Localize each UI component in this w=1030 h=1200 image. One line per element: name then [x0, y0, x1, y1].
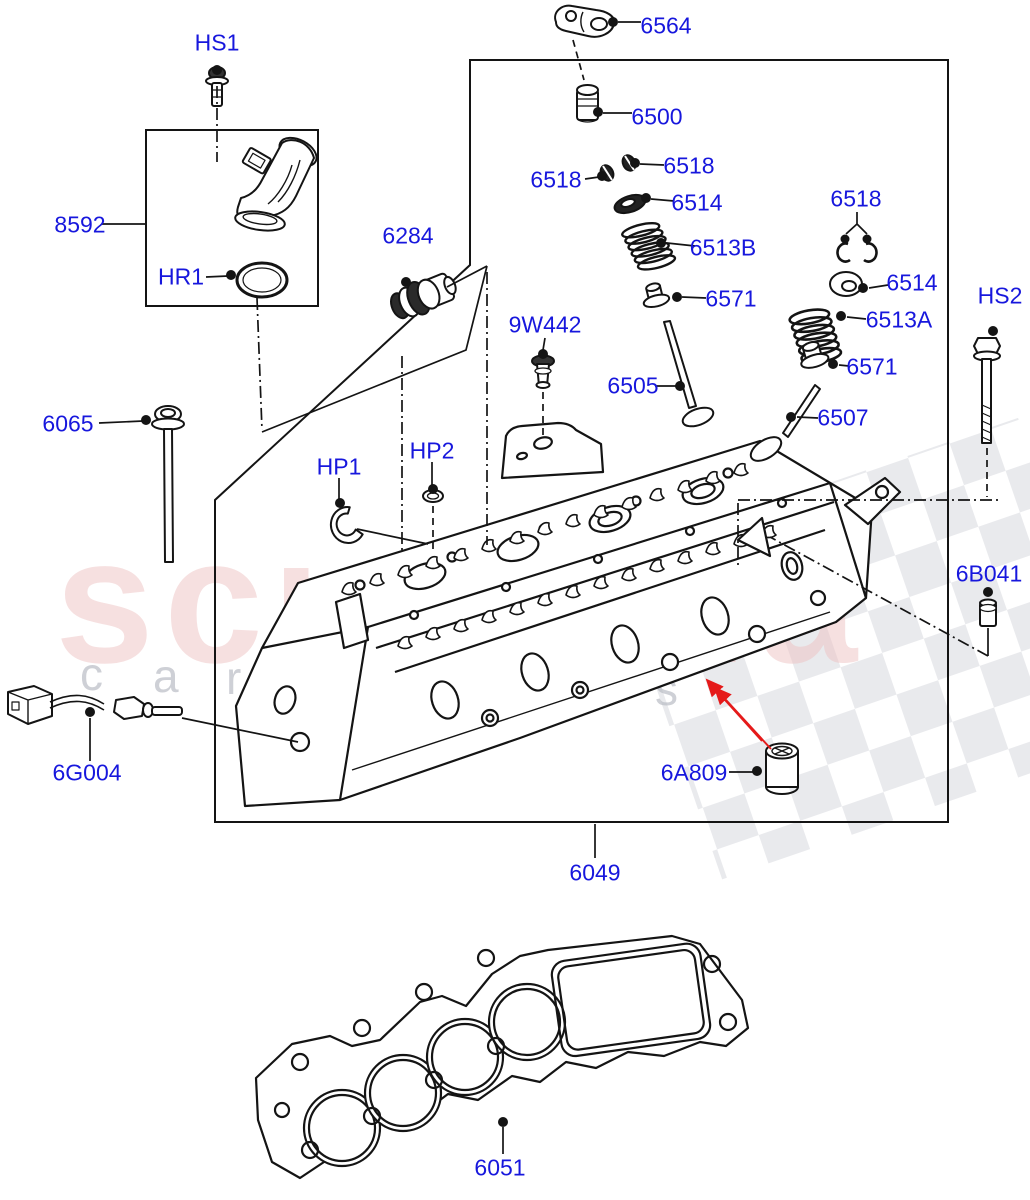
bolt-6065-drawing [151, 405, 185, 563]
part-label-6065[interactable]: 6065 [42, 410, 94, 437]
valve-seal-6571-right-drawing [800, 341, 830, 369]
box-8592 [145, 129, 319, 307]
grommet-9w442-drawing [531, 354, 555, 389]
cylinder-head-drawing [234, 421, 902, 808]
part-label-6500[interactable]: 6500 [631, 103, 683, 130]
dowel-6b041-drawing [979, 598, 997, 627]
part-label-6514-right[interactable]: 6514 [886, 269, 938, 296]
half-moon-seal-hp1-drawing [329, 506, 364, 544]
part-label-HP2[interactable]: HP2 [409, 437, 455, 464]
svg-text:r: r [226, 652, 241, 704]
part-label-6049[interactable]: 6049 [569, 859, 621, 886]
tappet-6500-drawing [576, 84, 599, 123]
part-label-6518-right[interactable]: 6518 [830, 185, 882, 212]
part-label-6571-right[interactable]: 6571 [846, 353, 898, 380]
valve-spring-6513B-drawing [621, 222, 677, 271]
part-label-HR1[interactable]: HR1 [157, 263, 205, 290]
part-label-6507[interactable]: 6507 [817, 404, 869, 431]
part-label-6505[interactable]: 6505 [607, 372, 659, 399]
callout-boxes [145, 59, 949, 823]
part-label-6514-left[interactable]: 6514 [671, 189, 723, 216]
o-ring-hr1-drawing [235, 261, 289, 299]
red-pointer-arrows [705, 678, 772, 750]
intake-valve-6505-drawing [663, 320, 715, 428]
part-label-6571-left[interactable]: 6571 [705, 285, 757, 312]
valve-seal-6571-left-drawing [642, 282, 671, 309]
part-label-HS1[interactable]: HS1 [194, 29, 240, 56]
oil-separator-8592-drawing [234, 136, 318, 232]
plug-6a809-drawing [765, 742, 799, 795]
head-bolt-hs2-drawing [973, 337, 1001, 444]
part-label-8592[interactable]: 8592 [54, 211, 106, 238]
head-gasket-drawing [254, 934, 750, 1180]
part-label-6284[interactable]: 6284 [382, 222, 434, 249]
exhaust-valve-6507-drawing [749, 384, 821, 462]
box-6049 [214, 59, 949, 823]
retainer-6514-left-drawing [613, 193, 647, 215]
rocker-arm-6564-drawing [554, 4, 616, 38]
svg-text:a: a [153, 650, 179, 702]
part-label-6518-upper[interactable]: 6518 [663, 152, 715, 179]
part-label-6513B[interactable]: 6513B [689, 234, 757, 261]
retainer-6514-right-drawing [829, 271, 863, 297]
leader-dots [85, 17, 998, 1127]
part-label-6G004[interactable]: 6G004 [52, 759, 122, 786]
leader-lines [89, 21, 1002, 1154]
part-label-6051[interactable]: 6051 [474, 1154, 526, 1181]
part-label-HP1[interactable]: HP1 [316, 453, 362, 480]
sensor-6284-drawing [390, 272, 457, 320]
part-label-6B041[interactable]: 6B041 [955, 560, 1023, 587]
part-label-6513A[interactable]: 6513A [865, 306, 933, 333]
temp-sensor-6g004-drawing [7, 685, 183, 725]
collets-6518-right-drawing [836, 242, 878, 263]
part-label-9W442[interactable]: 9W442 [508, 311, 582, 338]
part-label-6564[interactable]: 6564 [640, 12, 692, 39]
part-label-HS2[interactable]: HS2 [977, 282, 1023, 309]
part-label-6A809[interactable]: 6A809 [660, 759, 728, 786]
part-label-6518-left[interactable]: 6518 [530, 166, 582, 193]
svg-text:c: c [80, 648, 103, 700]
